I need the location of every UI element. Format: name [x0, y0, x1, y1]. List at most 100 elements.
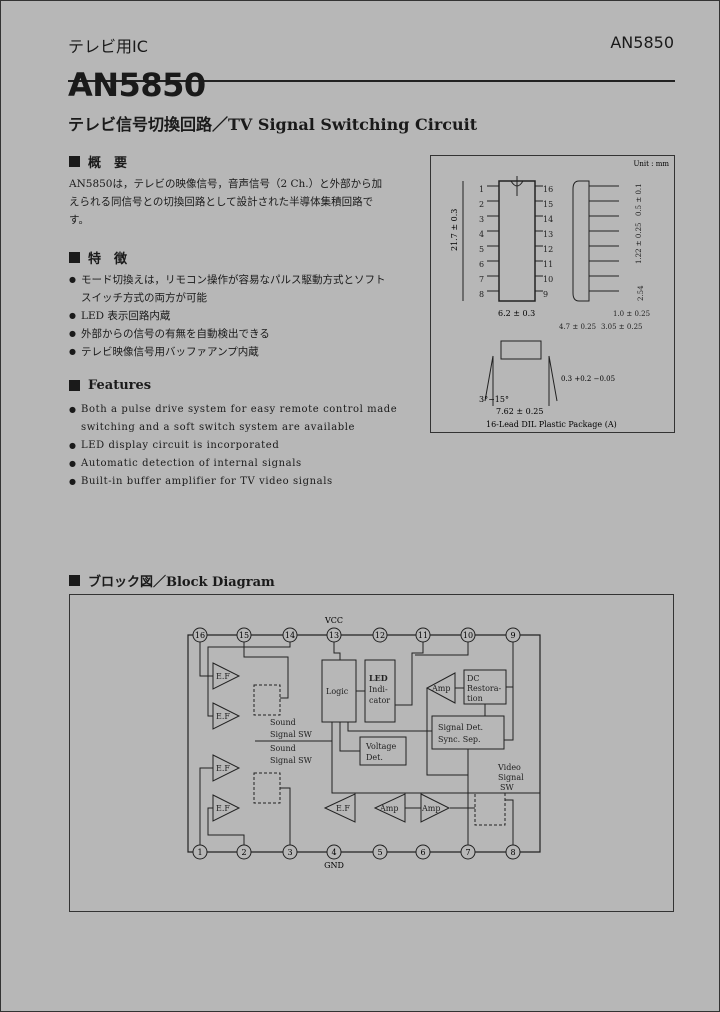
svg-text:Logic: Logic: [326, 687, 349, 696]
unit-label: Unit : mm: [633, 160, 669, 168]
svg-text:tion: tion: [467, 694, 483, 703]
header-part-number: AN5850: [610, 33, 674, 52]
pin-14: 14: [282, 627, 298, 643]
svg-text:13: 13: [543, 230, 553, 239]
features-jp-list: モード切換えは，リモコン操作が容易なパルス駆動方式とソフトスイッチ方式の両方が可…: [69, 271, 394, 361]
svg-text:Sound: Sound: [270, 718, 296, 727]
svg-text:11: 11: [418, 631, 428, 640]
svg-text:4: 4: [331, 848, 336, 857]
svg-text:Signal: Signal: [498, 773, 524, 782]
svg-text:7: 7: [465, 848, 470, 857]
svg-text:21.7 ± 0.3: 21.7 ± 0.3: [450, 209, 459, 251]
svg-text:8: 8: [479, 290, 484, 299]
pin-16: 16: [192, 627, 208, 643]
svg-text:2.54: 2.54: [637, 285, 645, 301]
svg-text:4: 4: [479, 230, 484, 239]
page-subtitle: テレビ信号切換回路／TV Signal Switching Circuit: [68, 115, 478, 134]
list-item: Both a pulse drive system for easy remot…: [69, 401, 409, 437]
svg-text:0.5 ± 0.1: 0.5 ± 0.1: [635, 183, 643, 216]
pin-13: 13: [326, 627, 342, 643]
svg-text:10: 10: [543, 275, 553, 284]
features-en-heading: Features: [69, 378, 151, 393]
svg-text:SW: SW: [500, 783, 514, 792]
svg-text:3: 3: [287, 848, 292, 857]
svg-text:Signal SW: Signal SW: [270, 730, 313, 739]
svg-text:Restora-: Restora-: [467, 684, 501, 693]
svg-text:3: 3: [479, 215, 484, 224]
svg-text:1: 1: [479, 185, 484, 194]
svg-text:3°~15°: 3°~15°: [479, 395, 509, 404]
svg-text:Amp: Amp: [431, 684, 450, 693]
svg-text:E.F: E.F: [216, 764, 230, 773]
svg-text:E.F: E.F: [216, 712, 230, 721]
svg-text:5: 5: [479, 245, 484, 254]
svg-text:Voltage: Voltage: [365, 742, 397, 751]
pin-11: 11: [415, 627, 431, 643]
svg-text:13: 13: [329, 631, 339, 640]
svg-text:15: 15: [239, 631, 249, 640]
svg-text:Indi-: Indi-: [369, 685, 388, 694]
features-jp-heading: 特 徴: [69, 248, 127, 267]
package-caption: 16-Lead DIL Plastic Package (A): [486, 420, 617, 429]
pin-2: 2: [236, 844, 252, 860]
pin-15: 15: [236, 627, 252, 643]
svg-text:DC: DC: [467, 674, 480, 683]
header-rule: [68, 80, 675, 82]
svg-text:LED: LED: [369, 673, 388, 683]
svg-text:Sync. Sep.: Sync. Sep.: [438, 735, 481, 744]
svg-text:8: 8: [510, 848, 515, 857]
list-item: 外部からの信号の有無を自動検出できる: [69, 325, 394, 343]
svg-text:2: 2: [241, 848, 246, 857]
list-item: LED 表示回路内蔵: [69, 307, 394, 325]
svg-text:1: 1: [197, 848, 202, 857]
overview-heading: 概 要: [69, 152, 127, 171]
svg-text:E.F: E.F: [336, 804, 350, 813]
list-item: LED display circuit is incorporated: [69, 437, 409, 455]
square-bullet-icon: [69, 252, 80, 263]
svg-text:10: 10: [463, 631, 473, 640]
svg-text:Sound: Sound: [270, 744, 296, 753]
svg-text:Signal SW: Signal SW: [270, 756, 313, 765]
gnd-label: GND: [324, 861, 344, 870]
overview-text: AN5850は，テレビの映像信号，音声信号（2 Ch.）と外部から加えられる同信…: [69, 178, 383, 226]
pin-12: 12: [372, 627, 388, 643]
svg-text:E.F: E.F: [216, 804, 230, 813]
svg-text:1.0 ± 0.25: 1.0 ± 0.25: [613, 310, 650, 318]
square-bullet-icon: [69, 380, 80, 391]
svg-text:1.22 ± 0.25: 1.22 ± 0.25: [635, 223, 643, 265]
svg-text:14: 14: [285, 631, 295, 640]
list-item: Built-in buffer amplifier for TV video s…: [69, 473, 409, 491]
block-diagram-svg: 16 15 14 13 12 11 10 9 1 2 3 4 5 6 7 8 V…: [187, 616, 541, 870]
svg-text:3.05 ± 0.25: 3.05 ± 0.25: [601, 323, 643, 331]
svg-text:Amp: Amp: [421, 804, 440, 813]
pin-6: 6: [415, 844, 431, 860]
svg-text:6.2 ± 0.3: 6.2 ± 0.3: [498, 309, 535, 318]
pin-9: 9: [505, 627, 521, 643]
svg-text:9: 9: [543, 290, 548, 299]
svg-text:2: 2: [479, 200, 484, 209]
svg-text:Video: Video: [497, 763, 521, 772]
svg-text:4.7 ± 0.25: 4.7 ± 0.25: [559, 323, 596, 331]
header-category: テレビ用IC: [68, 37, 148, 56]
svg-text:Det.: Det.: [366, 753, 383, 762]
svg-text:Amp: Amp: [379, 804, 398, 813]
svg-text:cator: cator: [369, 696, 390, 705]
svg-text:16: 16: [543, 185, 553, 194]
page-title: AN5850: [68, 66, 206, 104]
svg-text:11: 11: [543, 260, 553, 269]
list-item: Automatic detection of internal signals: [69, 455, 409, 473]
svg-text:5: 5: [377, 848, 382, 857]
svg-text:12: 12: [543, 245, 553, 254]
svg-text:7.62 ± 0.25: 7.62 ± 0.25: [496, 407, 543, 416]
block-diagram-heading: ブロック図／Block Diagram: [69, 571, 275, 590]
list-item: テレビ映像信号用バッファアンプ内蔵: [69, 343, 394, 361]
svg-text:14: 14: [543, 215, 553, 224]
svg-text:7: 7: [479, 275, 484, 284]
svg-text:9: 9: [510, 631, 515, 640]
svg-text:6: 6: [420, 848, 425, 857]
svg-text:16: 16: [195, 631, 205, 640]
svg-text:Signal Det.: Signal Det.: [438, 723, 483, 732]
pin-7: 7: [460, 844, 476, 860]
